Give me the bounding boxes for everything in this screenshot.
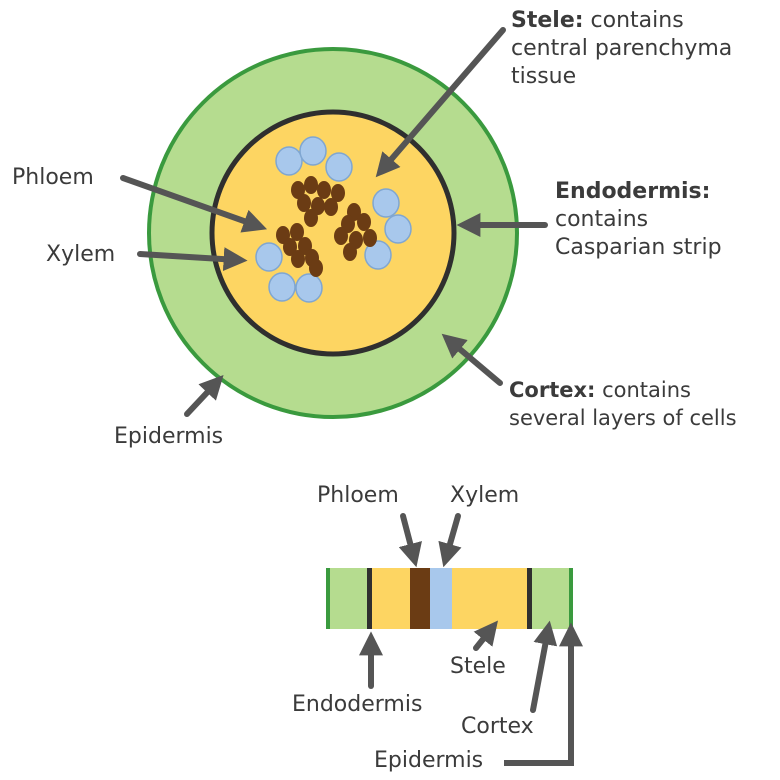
phloem-cell bbox=[290, 223, 304, 241]
strip-stele-label: Stele bbox=[450, 654, 506, 679]
strip-epidermis-right bbox=[569, 568, 573, 629]
xylem-cell bbox=[299, 136, 327, 166]
xylem-label: Xylem bbox=[46, 242, 116, 267]
endodermis-text-line1: contains bbox=[555, 207, 649, 232]
strip-cortex-arrow bbox=[530, 620, 558, 713]
xylem-cell bbox=[255, 242, 283, 272]
strip-endodermis-label: Endodermis bbox=[292, 692, 423, 717]
stele-label: Stele: contains central parenchyma tissu… bbox=[511, 7, 732, 91]
strip-stele-arrow bbox=[473, 620, 498, 651]
strip-epidermis-left bbox=[326, 568, 330, 629]
phloem-cells bbox=[276, 176, 377, 277]
epidermis-label: Epidermis bbox=[114, 424, 224, 449]
phloem-cell bbox=[363, 229, 377, 247]
phloem-cell bbox=[324, 198, 338, 216]
stele-arrow bbox=[375, 27, 506, 178]
phloem-cell bbox=[309, 259, 323, 277]
phloem-arrow bbox=[120, 175, 268, 233]
xylem-cell bbox=[268, 272, 296, 302]
strip-epidermis-arrow bbox=[504, 622, 583, 766]
cortex-label: Cortex: contains several layers of cells bbox=[509, 376, 737, 432]
stele-text-line1: contains bbox=[583, 8, 684, 33]
xylem-cells bbox=[255, 136, 412, 303]
xylem-cell bbox=[275, 146, 303, 176]
stele-text-line2: central parenchyma bbox=[511, 36, 733, 61]
strip-epidermis-label: Epidermis bbox=[374, 748, 484, 773]
endodermis-label: Endodermis: contains Casparian strip bbox=[555, 178, 722, 262]
stele-text-line3: tissue bbox=[511, 64, 577, 89]
strip-phloem-label: Phloem bbox=[317, 483, 399, 508]
cortex-term: Cortex: bbox=[509, 378, 596, 402]
strip-phloem-arrow bbox=[398, 513, 422, 568]
phloem-cell bbox=[291, 181, 305, 199]
phloem-cell bbox=[304, 209, 318, 227]
strip-arrows bbox=[359, 513, 583, 766]
strip-endodermis-right bbox=[527, 568, 532, 629]
phloem-cell bbox=[297, 194, 311, 212]
phloem-cell bbox=[283, 238, 297, 256]
xylem-cell bbox=[325, 152, 353, 182]
cross-section-circle bbox=[147, 47, 519, 419]
xylem-arrow bbox=[137, 247, 248, 272]
endodermis-term: Endodermis: bbox=[555, 179, 711, 204]
strip-xylem-label: Xylem bbox=[450, 483, 520, 508]
stele-disc bbox=[209, 109, 457, 357]
phloem-cell bbox=[317, 181, 331, 199]
linear-strip bbox=[326, 568, 573, 629]
phloem-cell bbox=[343, 243, 357, 261]
xylem-cell bbox=[384, 214, 412, 244]
phloem-cell bbox=[291, 250, 305, 268]
cortex-text-line2: several layers of cells bbox=[509, 406, 737, 430]
strip-phloem bbox=[410, 568, 430, 629]
phloem-cell bbox=[304, 176, 318, 194]
strip-xylem-arrow bbox=[438, 513, 462, 568]
strip-endodermis-left bbox=[367, 568, 372, 629]
phloem-label: Phloem bbox=[12, 165, 94, 190]
strip-xylem bbox=[430, 568, 452, 629]
phloem-cell bbox=[334, 227, 348, 245]
cortex-arrow bbox=[441, 333, 503, 386]
stele-term: Stele: bbox=[511, 8, 584, 33]
phloem-cell bbox=[331, 184, 345, 202]
xylem-cell bbox=[372, 188, 400, 218]
epidermis-arrow bbox=[184, 374, 224, 417]
phloem-cell bbox=[357, 213, 371, 231]
cortex-text-line1: contains bbox=[595, 378, 691, 402]
xylem-cell bbox=[364, 240, 392, 270]
strip-cortex-label: Cortex bbox=[461, 714, 534, 739]
circle-arrows bbox=[120, 27, 548, 417]
xylem-cell bbox=[295, 273, 323, 303]
endodermis-text-line2: Casparian strip bbox=[555, 235, 722, 260]
